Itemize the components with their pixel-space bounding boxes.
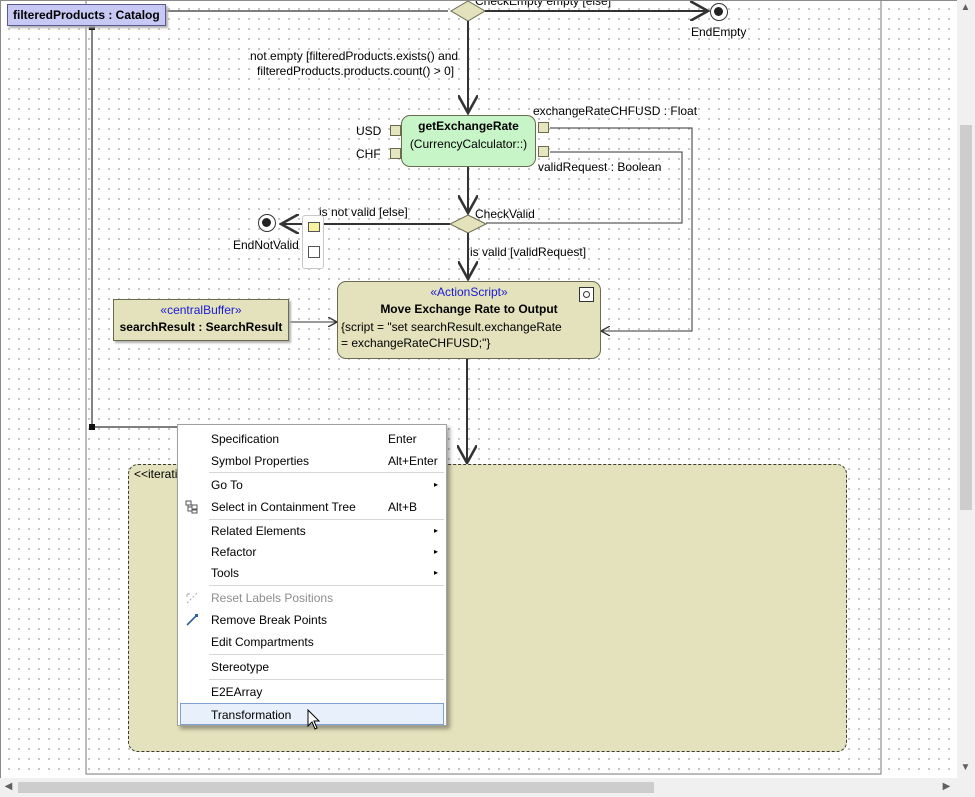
guard-is-valid: is valid [validRequest] [470, 245, 587, 259]
shortcut-label: Alt+B [388, 500, 418, 514]
diagram-canvas[interactable]: filteredProducts : Catalog CheckEmpty em… [0, 0, 957, 778]
pin-exchange-rate[interactable] [538, 122, 549, 133]
menu-item-remove-break-points[interactable]: Remove Break Points [180, 609, 444, 631]
reset-labels-icon [186, 592, 198, 604]
region-stereotype-label: <<iterati [134, 467, 178, 481]
menu-item-stereotype[interactable]: Stereotype [211, 660, 270, 674]
containment-tree-icon [185, 500, 198, 514]
menu-separator [209, 679, 444, 680]
smart-manipulator-toolbar[interactable] [302, 215, 324, 269]
context-menu[interactable]: Specification Enter Symbol Properties Al… [177, 424, 447, 726]
pin-usd-label: USD [356, 124, 382, 138]
menu-item-select-in-containment-tree[interactable]: Select in Containment Tree Alt+B [180, 496, 444, 518]
submenu-arrow-icon: ▸ [434, 547, 439, 556]
menu-item-specification[interactable]: Specification Enter [180, 428, 444, 450]
horizontal-scroll-thumb[interactable] [18, 782, 654, 793]
scroll-up-icon[interactable]: ▲ [960, 2, 971, 13]
diagram-edges [85, 1, 882, 775]
action-subtitle: (CurrencyCalculator::) [409, 137, 528, 151]
structure-icon[interactable] [308, 246, 320, 258]
menu-item-e2earray[interactable]: E2EArray [211, 685, 263, 699]
scroll-right-icon[interactable]: ▶ [942, 781, 951, 792]
central-buffer-node[interactable]: «centralBuffer» searchResult : SearchRes… [113, 299, 289, 341]
submenu-arrow-icon: ▸ [434, 526, 439, 535]
action-script-line2: = exchangeRateCHFUSD;"} [341, 336, 491, 350]
mouse-cursor-icon [307, 709, 321, 730]
scrollbar-corner [957, 778, 975, 797]
vertical-scroll-thumb[interactable] [960, 125, 972, 510]
scroll-left-icon[interactable]: ◀ [4, 781, 13, 792]
guard-not-valid: is not valid [else] [319, 205, 408, 219]
submenu-arrow-icon: ▸ [434, 480, 439, 489]
action-move-title: Move Exchange Rate to Output [380, 302, 558, 316]
end-not-valid-label: EndNotValid [233, 238, 299, 252]
buffer-stereotype: «centralBuffer» [160, 303, 242, 317]
menu-separator [209, 472, 444, 473]
action-script-line1: {script = "set searchResult.exchangeRate [341, 320, 562, 334]
menu-item-edit-compartments[interactable]: Edit Compartments [211, 635, 314, 649]
object-node-filtered-products[interactable]: filteredProducts : Catalog [7, 4, 166, 26]
guard-check-empty: CheckEmpty empty [else] [475, 0, 612, 8]
menu-separator [209, 519, 444, 520]
submenu-arrow-icon: ▸ [434, 568, 439, 577]
guard-not-empty-line1: not empty [filteredProducts.exists() and [250, 49, 459, 63]
guard-not-empty-line2: filteredProducts.products.count() > 0] [257, 64, 455, 78]
break-points-icon [186, 614, 198, 626]
horizontal-scrollbar[interactable]: ◀ ▶ [0, 778, 957, 797]
menu-item-symbol-properties[interactable]: Symbol Properties Alt+Enter [180, 450, 444, 472]
note-icon[interactable] [308, 222, 320, 232]
end-not-valid-node[interactable] [258, 214, 276, 232]
shortcut-label: Alt+Enter [388, 454, 438, 468]
menu-separator [209, 654, 444, 655]
pin-valid-request[interactable] [538, 146, 549, 157]
script-icon [579, 287, 594, 302]
pin-usd[interactable] [390, 125, 401, 136]
vertical-scrollbar[interactable]: ▲ ▼ [957, 0, 975, 778]
menu-separator [209, 585, 444, 586]
action-move-exchange-rate[interactable]: «ActionScript» Move Exchange Rate to Out… [337, 281, 601, 359]
pin-exchange-rate-label: exchangeRateCHFUSD : Float [533, 104, 698, 118]
end-empty-node[interactable] [710, 3, 728, 21]
end-empty-label: EndEmpty [691, 25, 747, 39]
scroll-down-icon[interactable]: ▼ [960, 762, 971, 773]
buffer-name: searchResult : SearchResult [119, 320, 283, 334]
check-valid-label: CheckValid [475, 207, 535, 221]
menu-item-go-to[interactable]: Go To ▸ [180, 474, 444, 496]
menu-item-refactor[interactable]: Refactor ▸ [180, 541, 444, 563]
action-get-exchange-rate[interactable]: getExchangeRate (CurrencyCalculator::) [401, 115, 536, 167]
pin-valid-request-label: validRequest : Boolean [538, 160, 662, 174]
pin-chf-label: CHF [356, 147, 381, 161]
menu-item-reset-labels-positions[interactable]: Reset Labels Positions [180, 587, 444, 609]
menu-item-related-elements[interactable]: Related Elements ▸ [180, 520, 444, 542]
action-title: getExchangeRate [418, 119, 519, 133]
shortcut-label: Enter [388, 432, 417, 446]
pin-chf[interactable] [390, 148, 401, 159]
menu-item-tools[interactable]: Tools ▸ [180, 562, 444, 584]
action-stereotype: «ActionScript» [430, 285, 508, 299]
